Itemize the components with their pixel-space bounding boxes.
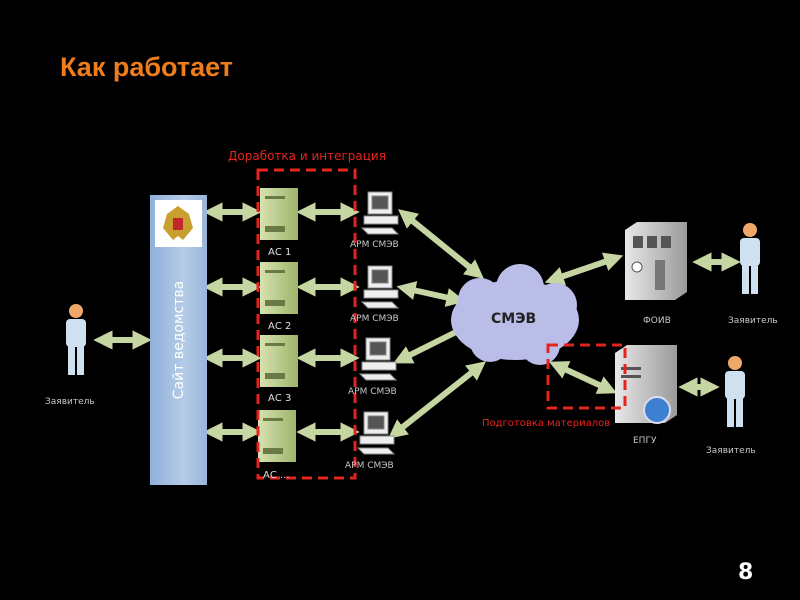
arrow-arm4-smev	[387, 361, 487, 439]
epgu-label: ЕПГУ	[633, 436, 657, 446]
server-icon	[258, 410, 296, 462]
as-label: АС 2	[268, 321, 292, 332]
workstation-icon	[356, 411, 396, 455]
person-icon	[66, 304, 86, 375]
server-icon	[260, 335, 298, 387]
arrow-smev-epgu	[549, 361, 617, 394]
applicant-label: Заявитель	[706, 446, 756, 456]
arm-label: АРМ СМЭВ	[348, 387, 397, 397]
applicant-label: Заявитель	[728, 316, 778, 326]
integration-highlight-box	[256, 168, 357, 480]
preparation-label: Подготовка материалов	[482, 418, 611, 429]
arrow-arm2-smev	[396, 281, 466, 307]
coat-of-arms-icon	[155, 200, 202, 247]
as-label: АС 1	[268, 247, 292, 258]
arm-label: АРМ СМЭВ	[345, 461, 394, 471]
arm-label: АРМ СМЭВ	[350, 240, 399, 250]
as-label: АС ...	[263, 470, 290, 481]
slide-title: Как работает	[60, 52, 233, 82]
foiv-label: ФОИВ	[643, 316, 671, 326]
integration-label: Доработка и интеграция	[228, 149, 386, 163]
preparation-highlight-box	[546, 343, 627, 410]
workstation-icon	[360, 191, 400, 235]
server-icon	[260, 188, 298, 240]
smev-label: СМЭВ	[491, 311, 537, 327]
arm-label: АРМ СМЭВ	[350, 314, 399, 324]
agency-site-panel: Сайт ведомства	[150, 195, 207, 485]
person-icon	[725, 356, 745, 427]
cloud-icon	[451, 264, 579, 365]
as-label: АС 3	[268, 393, 292, 404]
page-number: 8	[738, 560, 754, 585]
person-icon	[740, 223, 760, 294]
workstation-icon	[358, 337, 398, 381]
site-label: Сайт ведомства	[170, 280, 187, 400]
workstation-icon	[360, 265, 400, 309]
applicant-label: Заявитель	[45, 397, 95, 407]
foiv-building-icon	[625, 222, 687, 300]
server-icon	[260, 262, 298, 314]
arrow-arm1-smev	[398, 209, 484, 279]
epgu-server-icon	[615, 345, 677, 424]
arrow-smev-foiv	[544, 252, 624, 286]
